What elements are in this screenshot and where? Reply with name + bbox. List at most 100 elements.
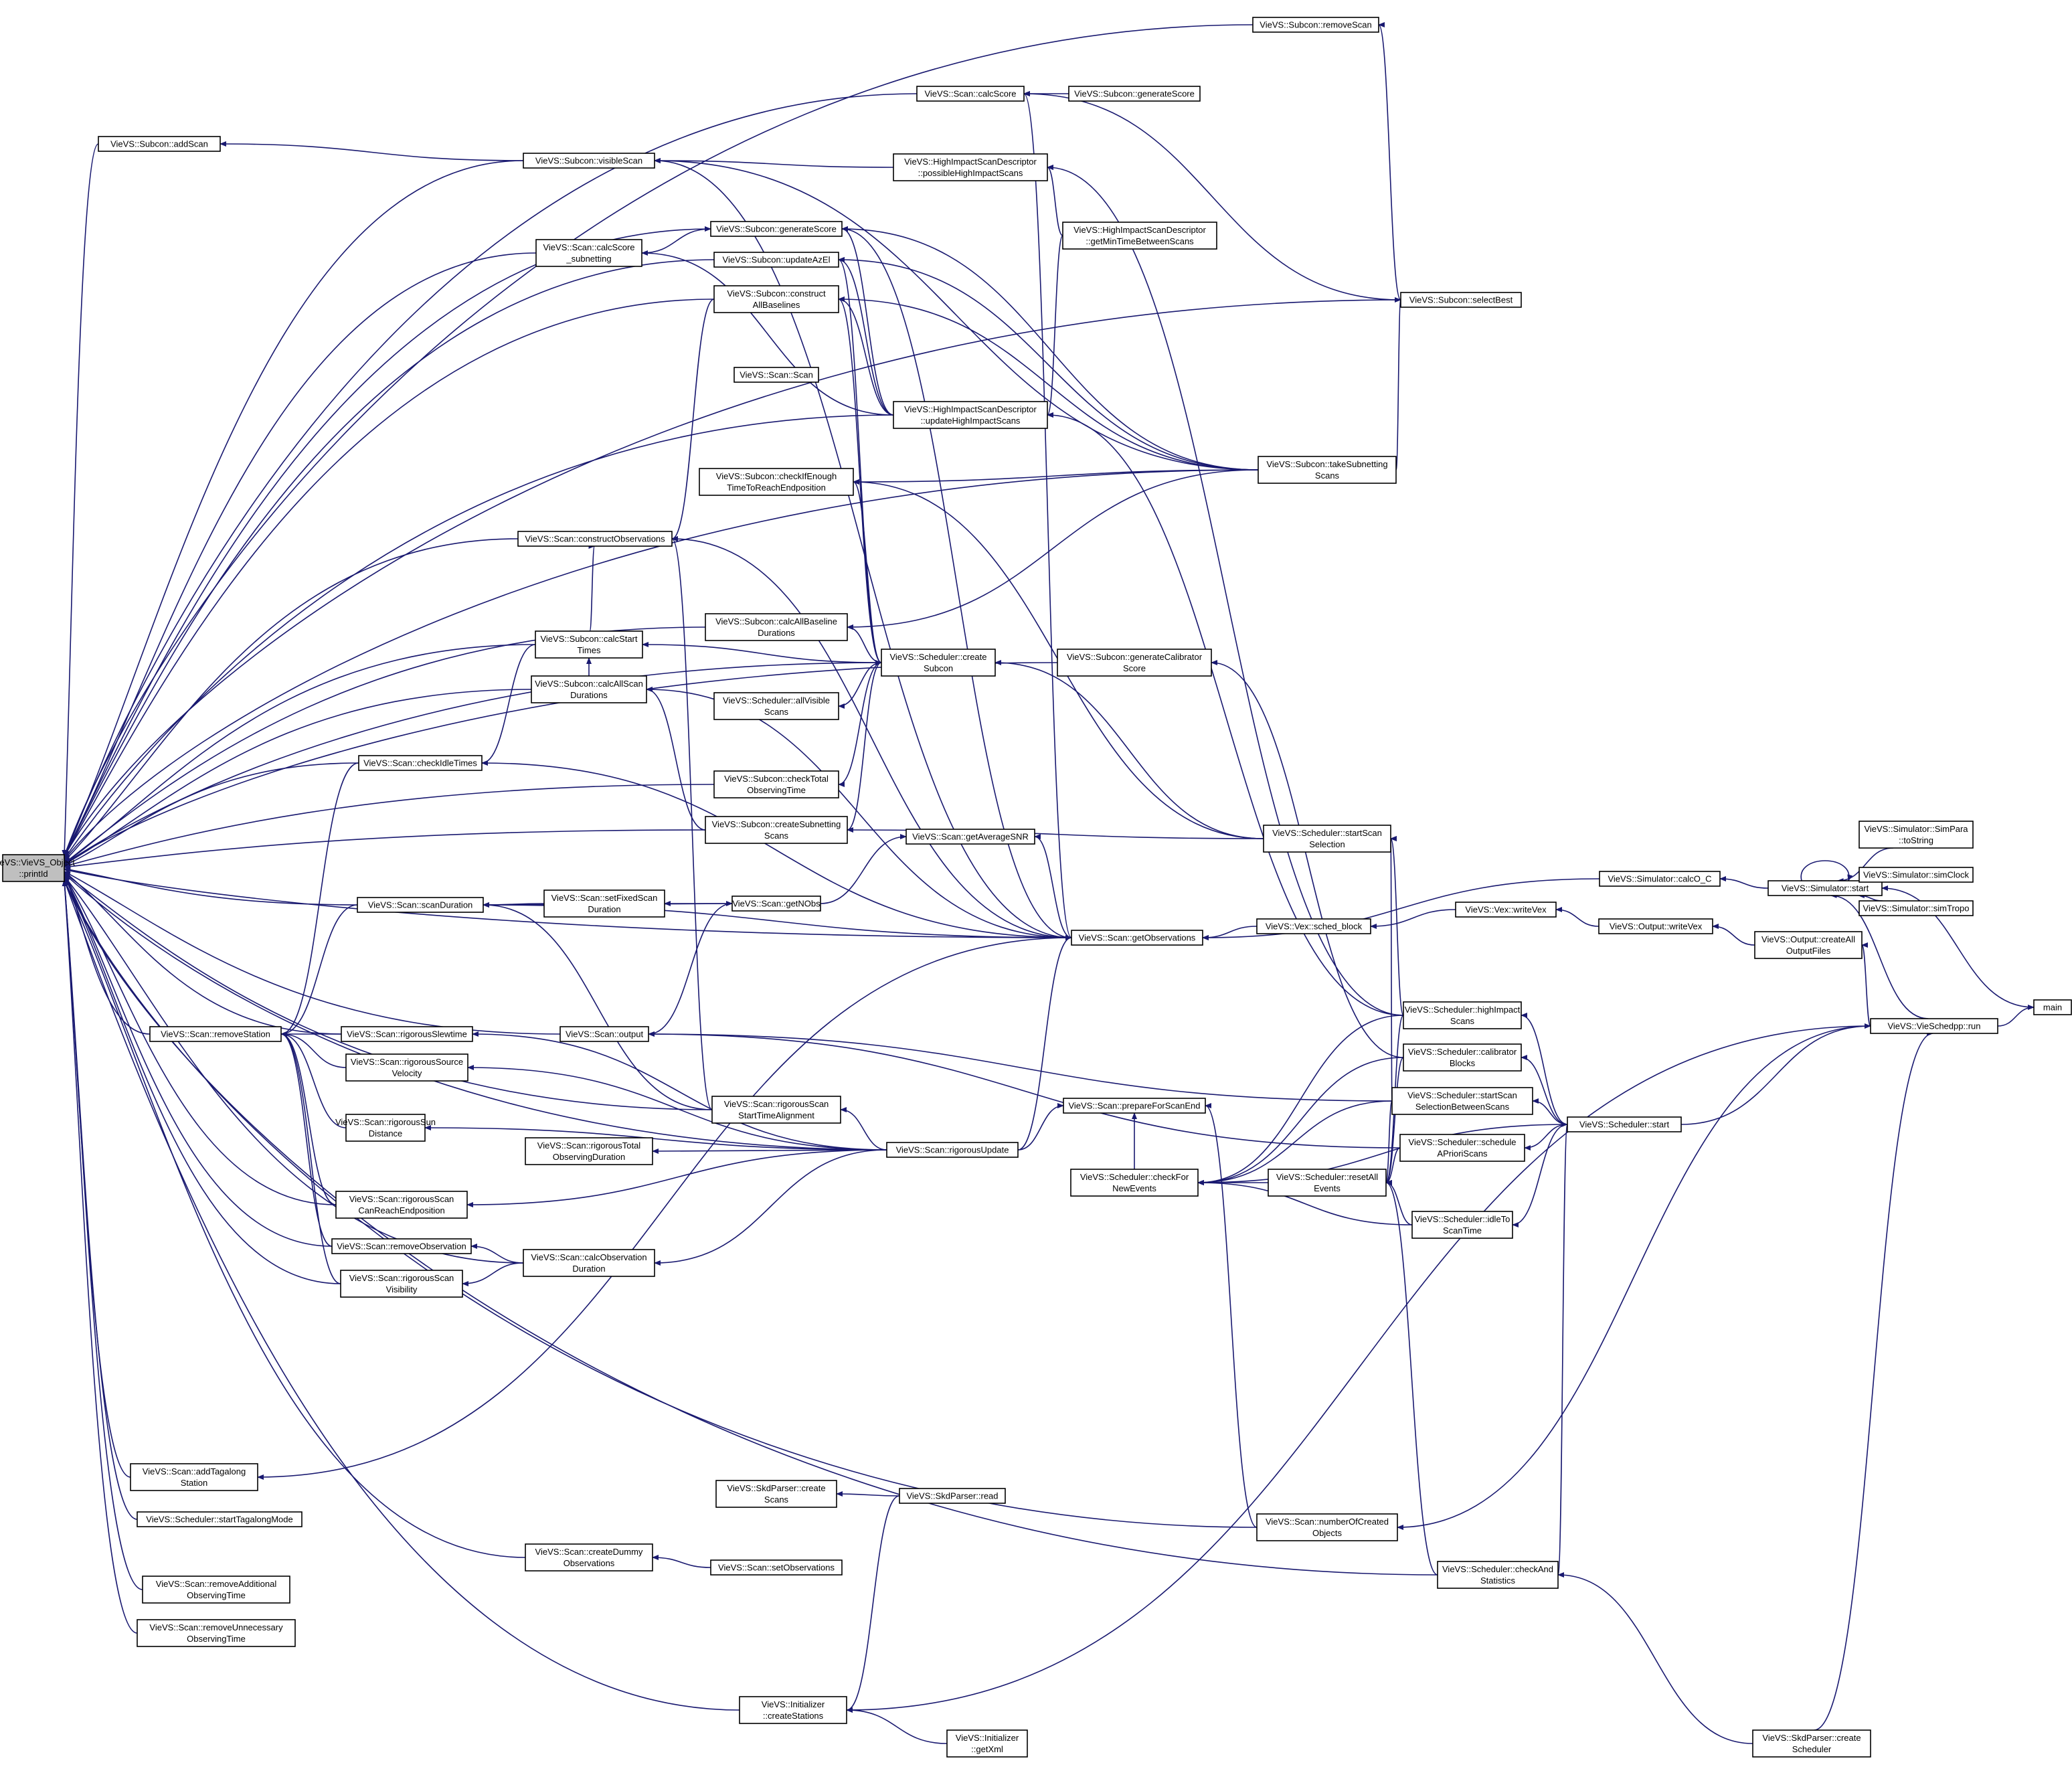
graph-node-init-createStations[interactable]: VieVS::Initializer::createStations bbox=[739, 1696, 847, 1724]
node-label: Objects bbox=[1312, 1528, 1343, 1538]
graph-edge bbox=[64, 252, 537, 857]
graph-node-subcon-removeScan[interactable]: VieVS::Subcon::removeScan bbox=[1252, 17, 1379, 33]
graph-node-sim-simClock[interactable]: VieVS::Simulator::simClock bbox=[1859, 867, 1974, 883]
graph-edge bbox=[280, 762, 359, 1037]
graph-node-scan-setObs[interactable]: VieVS::Scan::setObservations bbox=[710, 1559, 843, 1576]
graph-node-scan-checkIdle[interactable]: VieVS::Scan::checkIdleTimes bbox=[358, 755, 483, 771]
graph-node-scan-output[interactable]: VieVS::Scan::output bbox=[559, 1026, 649, 1042]
graph-edge bbox=[1521, 1055, 1568, 1125]
graph-node-init-getXml[interactable]: VieVS::Initializer::getXml bbox=[946, 1729, 1028, 1758]
graph-node-scan-rigEndpos[interactable]: VieVS::Scan::rigorousScanCanReachEndposi… bbox=[335, 1191, 468, 1219]
node-label: VieVS::Scan::Scan bbox=[740, 370, 813, 380]
node-box bbox=[1411, 1211, 1513, 1239]
graph-node-scan-scanDuration[interactable]: VieVS::Scan::scanDuration bbox=[357, 897, 484, 913]
graph-node-scan-rigSlew[interactable]: VieVS::Scan::rigorousSlewtime bbox=[341, 1026, 473, 1042]
graph-node-subcon-updateAzEl[interactable]: VieVS::Subcon::updateAzEl bbox=[713, 252, 839, 268]
graph-node-vieschedpp-run[interactable]: VieVS::VieSchedpp::run bbox=[1870, 1018, 1998, 1034]
graph-node-scan-rigUpdate[interactable]: VieVS::Scan::rigorousUpdate bbox=[886, 1142, 1019, 1158]
graph-node-scan-getObs[interactable]: VieVS::Scan::getObservations bbox=[1071, 930, 1203, 946]
graph-node-scan-calcScore-sub[interactable]: VieVS::Scan::calcScore_subnetting bbox=[535, 239, 642, 267]
node-label: NewEvents bbox=[1112, 1183, 1156, 1193]
graph-node-printId[interactable]: VieVS::VieVS_Object::printId bbox=[0, 854, 75, 882]
graph-edge bbox=[846, 1707, 948, 1744]
graph-node-scan-removeStation[interactable]: VieVS::Scan::removeStation bbox=[149, 1026, 282, 1042]
graph-node-scan-prepareEnd[interactable]: VieVS::Scan::prepareForScanEnd bbox=[1063, 1098, 1206, 1114]
graph-node-subcon-generateScore-top[interactable]: VieVS::Subcon::generateScore bbox=[1068, 86, 1201, 102]
graph-edge bbox=[64, 879, 526, 1558]
graph-node-vex-sched-block[interactable]: VieVS::Vex::sched_block bbox=[1256, 918, 1371, 934]
graph-node-sim-start[interactable]: VieVS::Simulator::start bbox=[1767, 880, 1883, 896]
graph-node-skd-read[interactable]: VieVS::SkdParser::read bbox=[899, 1488, 1006, 1504]
graph-node-hisd-update[interactable]: VieVS::HighImpactScanDescriptor::updateH… bbox=[893, 401, 1048, 429]
graph-node-sched-startTagalong[interactable]: VieVS::Scheduler::startTagalongMode bbox=[137, 1511, 303, 1527]
graph-node-subcon-generateScore[interactable]: VieVS::Subcon::generateScore bbox=[710, 221, 843, 237]
graph-edge bbox=[470, 1244, 524, 1264]
node-box bbox=[523, 153, 655, 169]
graph-node-scan-constructObs[interactable]: VieVS::Scan::constructObservations bbox=[517, 531, 673, 547]
node-box bbox=[710, 1559, 843, 1576]
graph-node-scan-getAvgSNR[interactable]: VieVS::Scan::getAverageSNR bbox=[905, 829, 1035, 845]
graph-edge bbox=[1680, 1023, 1871, 1125]
graph-node-scan-rigStartAlign[interactable]: VieVS::Scan::rigorousScanStartTimeAlignm… bbox=[711, 1096, 841, 1124]
graph-node-subcon-visibleScan[interactable]: VieVS::Subcon::visibleScan bbox=[523, 153, 655, 169]
graph-node-sched-startScanBetween[interactable]: VieVS::Scheduler::startScanSelectionBetw… bbox=[1391, 1087, 1533, 1115]
graph-node-sim-simTropo[interactable]: VieVS::Simulator::simTropo bbox=[1859, 900, 1974, 916]
graph-node-vex-writeVex[interactable]: VieVS::Vex::writeVex bbox=[1455, 902, 1557, 918]
graph-node-scan-scan[interactable]: VieVS::Scan::Scan bbox=[733, 367, 819, 383]
graph-node-subcon-checkIfEnough[interactable]: VieVS::Subcon::checkIfEnoughTimeToReachE… bbox=[699, 468, 854, 496]
graph-node-hisd-getMinTime[interactable]: VieVS::HighImpactScanDescriptor::getMinT… bbox=[1062, 222, 1217, 250]
graph-node-hisd-possible[interactable]: VieVS::HighImpactScanDescriptor::possibl… bbox=[893, 153, 1048, 181]
graph-node-scan-removeAddl[interactable]: VieVS::Scan::removeAdditionalObservingTi… bbox=[142, 1576, 290, 1604]
graph-node-scan-calcScore[interactable]: VieVS::Scan::calcScore bbox=[916, 86, 1025, 102]
graph-edge bbox=[64, 299, 715, 857]
node-box bbox=[1403, 1043, 1522, 1072]
graph-node-sched-start[interactable]: VieVS::Scheduler::start bbox=[1567, 1116, 1682, 1132]
graph-node-subcon-addScan[interactable]: VieVS::Subcon::addScan bbox=[98, 136, 221, 152]
node-box bbox=[893, 153, 1048, 181]
node-label: VieVS::Output::writeVex bbox=[1610, 922, 1703, 932]
graph-node-sim-simPara[interactable]: VieVS::Simulator::SimPara::toString bbox=[1859, 821, 1974, 849]
graph-edge bbox=[671, 299, 715, 541]
graph-node-scan-rigTotal[interactable]: VieVS::Scan::rigorousTotalObservingDurat… bbox=[525, 1137, 653, 1165]
node-label: VieVS::Subcon::removeScan bbox=[1260, 20, 1371, 30]
graph-node-main[interactable]: main bbox=[2033, 999, 2072, 1015]
graph-node-scan-getNObs[interactable]: VieVS::Scan::getNObs bbox=[731, 896, 821, 912]
graph-node-sim-calcOC[interactable]: VieVS::Simulator::calcO_C bbox=[1599, 871, 1721, 887]
node-box bbox=[2033, 999, 2072, 1015]
graph-node-out-writeVex[interactable]: VieVS::Output::writeVex bbox=[1598, 918, 1713, 934]
graph-node-scan-removeUnnec[interactable]: VieVS::Scan::removeUnnecessaryObservingT… bbox=[137, 1619, 296, 1647]
node-box bbox=[345, 1114, 426, 1142]
graph-node-scan-removeObs[interactable]: VieVS::Scan::removeObservation bbox=[331, 1238, 472, 1254]
graph-node-subcon-selectBest[interactable]: VieVS::Subcon::selectBest bbox=[1400, 292, 1522, 308]
node-label: Times bbox=[578, 645, 601, 655]
